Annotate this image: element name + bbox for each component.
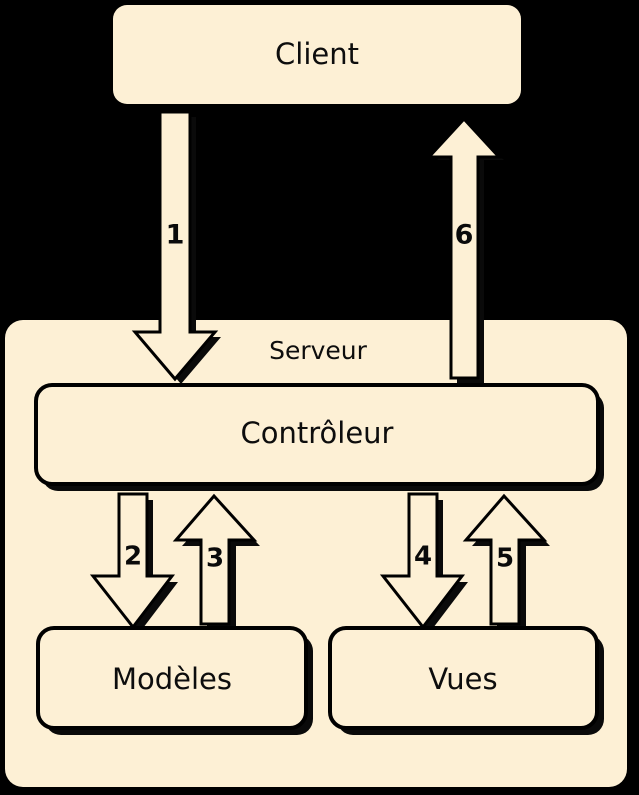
arrow-3-label: 3 <box>206 544 224 574</box>
controleur-node[interactable]: Contrôleur <box>34 383 604 491</box>
arrow-4-label: 4 <box>414 542 432 572</box>
arrow-1-shape <box>131 110 219 382</box>
arrow-4[interactable]: 4 <box>379 492 468 632</box>
client-box-shape <box>113 5 521 104</box>
arrow-3[interactable]: 3 <box>172 493 260 630</box>
arrow-4-shape <box>379 492 466 630</box>
vues-label: Vues <box>428 662 497 696</box>
serveur-label: Serveur <box>269 336 368 365</box>
arrow-1[interactable]: 1 <box>131 110 221 384</box>
controleur-label: Contrôleur <box>241 416 394 450</box>
controleur-box-shape <box>34 383 600 486</box>
arrow-2-shape <box>89 492 176 630</box>
arrow-6-label: 6 <box>455 220 474 251</box>
modeles-label: Modèles <box>112 662 232 696</box>
arrow-5[interactable]: 5 <box>462 493 550 630</box>
client-label: Client <box>275 37 359 71</box>
modeles-node[interactable]: Modèles <box>36 626 313 735</box>
client-node[interactable]: Client <box>113 5 521 104</box>
arrow-5-label: 5 <box>496 544 514 574</box>
arrow-6-shape <box>425 116 503 380</box>
arrow-3-shape <box>172 493 258 626</box>
arrow-2-label: 2 <box>124 542 142 572</box>
modeles-box-shape <box>36 626 308 730</box>
vues-box-shape <box>328 626 599 730</box>
arrow-5-shape <box>462 493 548 626</box>
arrow-2[interactable]: 2 <box>89 492 178 632</box>
arrow-6[interactable]: 6 <box>425 116 504 383</box>
arrow-1-label: 1 <box>166 220 185 251</box>
vues-node[interactable]: Vues <box>328 626 604 735</box>
